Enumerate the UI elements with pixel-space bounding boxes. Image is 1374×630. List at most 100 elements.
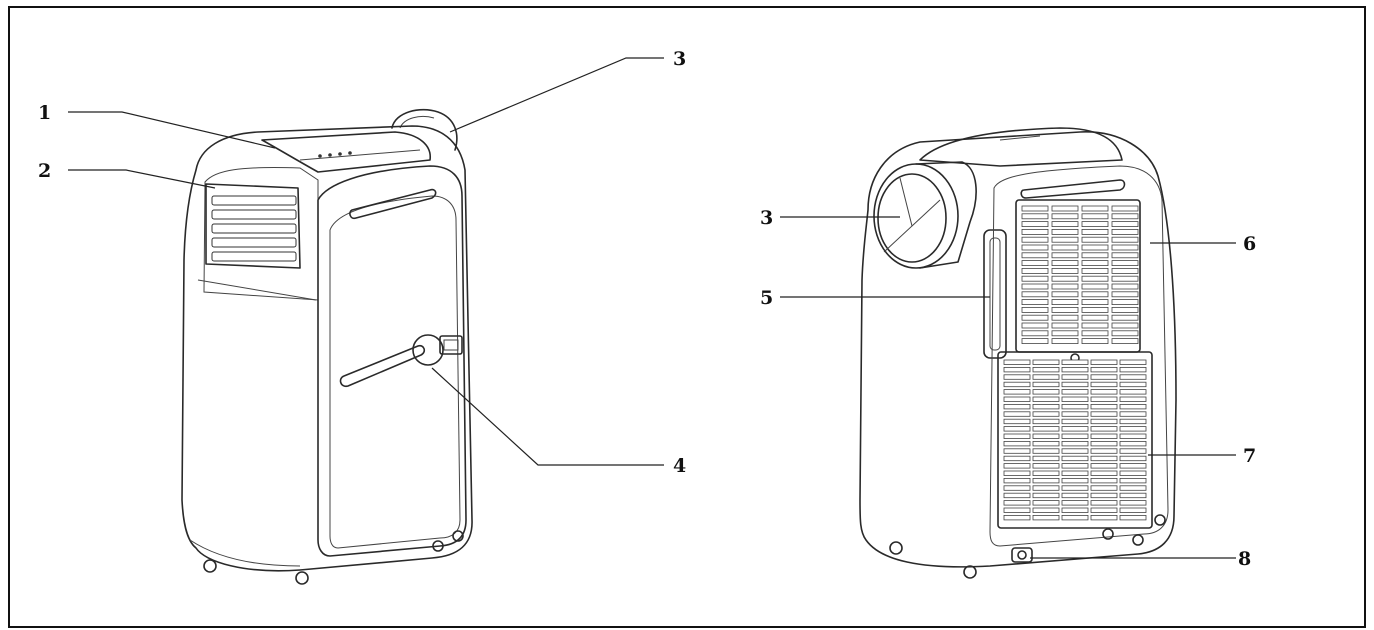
grille-slat [1003, 366, 1031, 373]
grille-slat [1003, 381, 1031, 388]
grille-slat [1090, 426, 1118, 432]
grille-slat [1051, 244, 1079, 251]
grille-slat [1021, 236, 1049, 243]
grille-slat [1111, 291, 1139, 298]
grille-slat [1090, 389, 1118, 395]
grille-slat [1032, 359, 1060, 365]
grille-slat [1051, 330, 1079, 337]
callout-4: 4 [673, 455, 686, 477]
callout-2: 2 [38, 160, 51, 182]
grille-slat [1061, 463, 1089, 469]
grille-slat [1119, 470, 1147, 476]
grille-slat [1061, 515, 1089, 521]
grille-slat [1061, 381, 1089, 388]
callout-numbers: 1 2 3 4 3 5 6 7 8 [38, 48, 1256, 570]
grille-slat [1081, 338, 1109, 345]
grille-slat [1081, 291, 1109, 298]
grille-slat [1090, 359, 1118, 365]
grille-slat [1032, 440, 1060, 447]
grille-slat [1119, 507, 1147, 513]
grille-slat [1021, 330, 1049, 337]
grille-slat [1119, 366, 1147, 373]
grille-slat [1021, 275, 1049, 282]
grille-slat [1090, 411, 1118, 417]
grille-slat [1081, 322, 1109, 329]
grille-slat [1051, 322, 1079, 329]
grille-slat [1032, 426, 1060, 432]
grille-slat [1081, 244, 1109, 251]
grille-slat [1111, 314, 1139, 321]
grille-slat [1081, 314, 1109, 321]
grille-slat [1090, 492, 1118, 499]
grille-slat [1032, 463, 1060, 469]
grille-slat [1051, 283, 1079, 290]
grille-slat [1021, 205, 1049, 212]
grille-slat [1061, 485, 1089, 491]
grille-slat [1090, 403, 1118, 410]
leader-3-front [449, 57, 664, 133]
grille-slat [1090, 455, 1118, 462]
grille-slat [1003, 389, 1031, 395]
grille-slat [1051, 205, 1079, 212]
leader-4 [431, 367, 664, 466]
grille-slat [1032, 381, 1060, 388]
front-unit-illustration [181, 108, 473, 585]
grille-slat [1061, 426, 1089, 432]
callout-6: 6 [1243, 233, 1256, 255]
leader-lines [68, 57, 1236, 559]
grille-slat [1111, 228, 1139, 235]
grille-slat [1081, 252, 1109, 259]
grille-slat [1003, 411, 1031, 417]
grille-slat [1119, 455, 1147, 462]
grille-slat [1111, 330, 1139, 337]
grille-slat [1051, 228, 1079, 235]
grille-slat [1021, 314, 1049, 321]
lower-filter-grille [997, 351, 1153, 529]
grille-slat [1003, 455, 1031, 462]
grille-slat [1032, 515, 1060, 521]
grille-slat [1032, 433, 1060, 439]
grille-slat [1111, 236, 1139, 243]
grille-slat [1090, 396, 1118, 402]
grille-slat [1061, 500, 1089, 506]
grille-slat [1061, 440, 1089, 447]
grille-slat [1061, 374, 1089, 380]
grille-slat [1119, 426, 1147, 432]
grille-slat [1090, 448, 1118, 454]
grille-slat [1003, 359, 1031, 365]
grille-slat [1111, 306, 1139, 313]
grille-slat [1119, 374, 1147, 380]
grille-slat [1021, 267, 1049, 274]
grille-slat [1051, 314, 1079, 321]
callout-8: 8 [1238, 548, 1251, 570]
grille-slat [1003, 500, 1031, 506]
back-unit-illustration [859, 127, 1177, 579]
grille-slat [1090, 463, 1118, 469]
grille-slat [1081, 228, 1109, 235]
grille-slat [1061, 396, 1089, 402]
grille-slat [1032, 389, 1060, 395]
grille-slat [1119, 500, 1147, 506]
grille-slat [1003, 492, 1031, 499]
grille-slat [1119, 433, 1147, 439]
grille-slat [1032, 507, 1060, 513]
grille-slat [1051, 338, 1079, 345]
grille-slat [1090, 440, 1118, 447]
grille-slat [1021, 244, 1049, 251]
grille-slat [1032, 366, 1060, 373]
grille-slat [1003, 477, 1031, 484]
grille-slat [1061, 455, 1089, 462]
grille-slat [1090, 485, 1118, 491]
grille-slat [1061, 403, 1089, 410]
grille-slat [1090, 470, 1118, 476]
grille-slat [1111, 283, 1139, 290]
grille-slat [1119, 359, 1147, 365]
grille-slat [1021, 260, 1049, 267]
grille-slat [1081, 267, 1109, 274]
grille-slat [1003, 507, 1031, 513]
callout-3-back: 3 [760, 207, 773, 229]
grille-slat [1021, 213, 1049, 220]
grille-slat [1111, 205, 1139, 212]
callout-1: 1 [38, 102, 51, 124]
